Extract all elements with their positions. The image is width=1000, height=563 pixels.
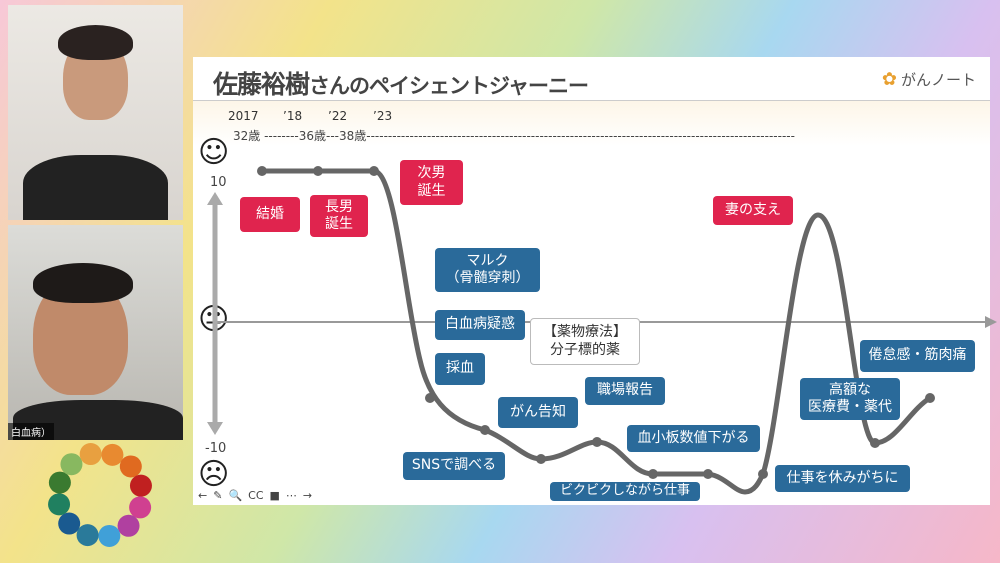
slide: 佐藤裕樹さんのペイシェントジャーニー ✿がんノート 2017 ’18 ’22 ’… <box>193 57 990 505</box>
event-sns-research: SNSで調べる <box>403 452 505 480</box>
brand-logo-icon: ✿ <box>881 69 897 90</box>
logo-petal <box>129 496 152 519</box>
participant-caption: 白血病） <box>8 423 54 440</box>
event-dot <box>313 166 323 176</box>
video-tile-guest: 白血病） <box>8 225 183 440</box>
event-first-son: 長男 誕生 <box>310 195 368 237</box>
logo-petal <box>101 443 124 466</box>
happy-face-icon: ☺ <box>198 135 230 170</box>
logo-petal <box>76 524 99 547</box>
y-min-label: -10 <box>205 441 227 456</box>
axis-arrow-icon <box>985 316 997 328</box>
participant-hair <box>33 263 133 303</box>
logo-petal <box>119 455 142 478</box>
logo-petal <box>117 514 140 537</box>
year-label: 2017 <box>228 109 259 123</box>
event-dot <box>925 393 935 403</box>
year-label: ’23 <box>373 109 393 123</box>
event-dot <box>425 393 435 403</box>
logo-petal <box>129 474 152 497</box>
event-dot <box>257 166 267 176</box>
camera-icon[interactable]: ■ <box>269 489 280 502</box>
event-fatigue: 倦怠感・筋肉痛 <box>860 340 975 372</box>
brand: ✿がんノート <box>882 69 976 90</box>
participant-shirt <box>23 155 168 220</box>
event-wife-support: 妻の支え <box>713 196 793 225</box>
participant-hair <box>58 25 133 60</box>
event-blood-test: 採血 <box>435 353 485 385</box>
prev-slide-button[interactable]: ← <box>198 489 208 502</box>
event-anxious-work: ビクビクしながら仕事 <box>550 482 700 501</box>
logo-petal <box>48 493 71 516</box>
event-dot <box>703 469 713 479</box>
event-dot <box>870 438 880 448</box>
event-dot <box>480 425 490 435</box>
video-tile-host <box>8 5 183 220</box>
next-slide-button[interactable]: → <box>302 489 313 502</box>
slide-title: 佐藤裕樹さんのペイシェントジャーニー <box>213 65 589 101</box>
journey-curve <box>262 168 932 495</box>
logo-petal <box>98 524 121 547</box>
more-options-button[interactable]: ⋯ <box>285 489 297 502</box>
event-second-son: 次男 誕生 <box>400 160 463 205</box>
title-name: 佐藤裕樹 <box>213 70 310 99</box>
year-label: ’22 <box>328 109 348 123</box>
event-leukemia-suspected: 白血病疑惑 <box>435 310 525 340</box>
event-dot <box>369 166 379 176</box>
sad-face-icon: ☹ <box>198 457 230 492</box>
event-platelets-drop: 血小板数値下がる <box>627 425 760 452</box>
callout-drug-therapy: 【薬物療法】 分子標的薬 <box>530 318 640 365</box>
gannote-logo <box>48 443 152 547</box>
event-work-report: 職場報告 <box>585 377 665 405</box>
logo-petal <box>60 453 83 476</box>
up-arrow-icon <box>207 192 223 205</box>
captions-button[interactable]: CC <box>248 489 264 502</box>
event-dot <box>758 469 768 479</box>
divider <box>193 100 990 101</box>
event-medical-costs: 高額な 医療費・薬代 <box>800 378 900 420</box>
brand-name: がんノート <box>900 71 976 89</box>
event-marriage: 結婚 <box>240 197 300 232</box>
event-dot <box>648 469 658 479</box>
slideshow-controls: ← ✎ 🔍 CC ■ ⋯ → <box>198 489 312 502</box>
title-suffix: さんのペイシェントジャーニー <box>309 74 589 98</box>
logo-petal <box>79 443 102 466</box>
timeline-band <box>193 101 990 146</box>
event-missing-work: 仕事を休みがちに <box>775 465 910 492</box>
zoom-icon[interactable]: 🔍 <box>228 489 243 502</box>
event-diagnosis: がん告知 <box>498 397 578 428</box>
logo-petal <box>48 471 71 494</box>
pen-icon[interactable]: ✎ <box>213 489 223 502</box>
event-bone-marrow: マルク （骨髄穿刺） <box>435 248 540 292</box>
event-dot <box>592 437 602 447</box>
age-line: 32歳 --------36歳---38歳-------------------… <box>233 129 795 143</box>
year-label: ’18 <box>283 109 303 123</box>
event-dot <box>536 454 546 464</box>
logo-petal <box>58 512 81 535</box>
down-arrow-icon <box>207 422 223 435</box>
y-max-label: 10 <box>210 175 227 190</box>
